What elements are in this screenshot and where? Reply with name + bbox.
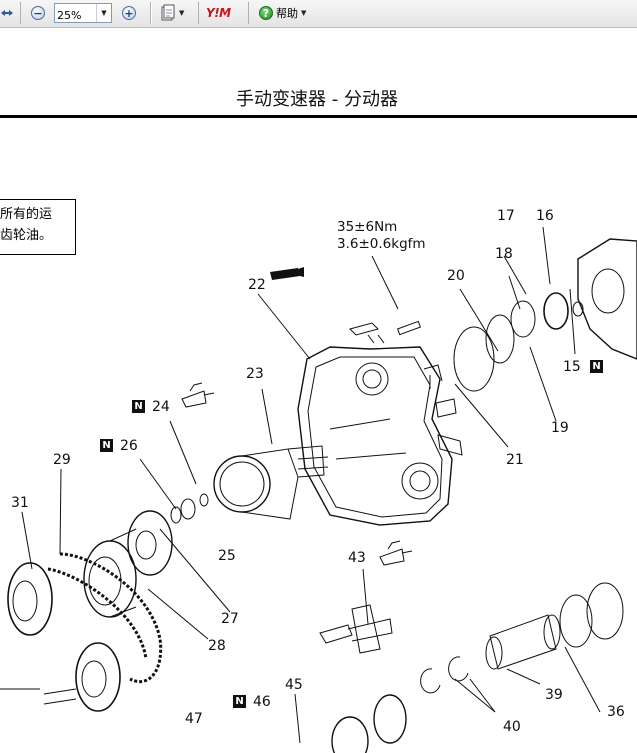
part-label: 25: [218, 548, 236, 564]
replace-badge: N: [233, 695, 246, 708]
part-label: 15: [563, 359, 581, 375]
zoom-in-icon: +: [122, 6, 136, 20]
viewer-toolbar: − ▼ + ▼ Y!M ? 帮助 ▼: [0, 0, 637, 28]
toolbar-separator: [20, 2, 21, 24]
replace-badge: N: [132, 400, 145, 413]
torque-nm: 35±6Nm: [337, 219, 398, 235]
torque-spec: 35±6Nm 3.6±0.6kgfm: [337, 219, 426, 253]
chevron-down-icon[interactable]: ▼: [179, 9, 185, 17]
part-label: 45: [285, 677, 303, 693]
document-page: 手动变速器 - 分动器 所有的运 齿轮油。 35±6Nm 3.6±0.6kgfm: [0, 29, 637, 753]
note-box: 所有的运 齿轮油。: [0, 199, 76, 255]
part-label: 46: [253, 694, 271, 710]
part-label: 22: [248, 277, 266, 293]
part-label: 17: [497, 208, 515, 224]
replace-badge: N: [100, 439, 113, 452]
zoom-input[interactable]: [55, 6, 99, 25]
note-line: 齿轮油。: [0, 228, 53, 243]
nav-arrows-button[interactable]: [0, 3, 14, 23]
toolbar-separator: [198, 2, 199, 24]
part-label: 18: [495, 246, 513, 262]
replace-badge: N: [590, 360, 603, 373]
part-label: 20: [447, 268, 465, 284]
part-label: 47: [185, 711, 203, 727]
part-label: 39: [545, 687, 563, 703]
help-icon: ?: [259, 6, 273, 20]
part-label: 29: [53, 452, 71, 468]
zoom-in-button[interactable]: +: [122, 3, 136, 23]
page-rotate-icon: [161, 4, 175, 21]
part-label: 23: [246, 366, 264, 382]
toolbar-separator: [151, 2, 152, 24]
help-button[interactable]: ? 帮助 ▼: [259, 3, 306, 23]
part-label: 21: [506, 452, 524, 468]
exploded-diagram: [0, 226, 637, 753]
torque-kgfm: 3.6±0.6kgfm: [337, 236, 426, 252]
part-label: 36: [607, 704, 625, 720]
title-rule: [0, 115, 637, 118]
brand-logo: Y!M: [206, 6, 231, 20]
part-label: 31: [11, 495, 29, 511]
chevron-down-icon: ▼: [301, 9, 307, 17]
part-label: 27: [221, 611, 239, 627]
part-label: 16: [536, 208, 554, 224]
help-label: 帮助: [276, 7, 298, 20]
toolbar-separator: [150, 2, 151, 24]
sealant-tube-icon: [270, 267, 304, 280]
part-label: 24: [152, 399, 170, 415]
page-tool-button[interactable]: ▼: [160, 3, 184, 23]
grease-gun-icon: [379, 540, 413, 566]
zoom-out-icon: −: [31, 6, 45, 20]
chevron-down-icon[interactable]: ▼: [96, 4, 111, 22]
note-line: 所有的运: [0, 207, 53, 222]
part-label: 28: [208, 638, 226, 654]
part-label: 43: [348, 550, 366, 566]
part-label: 40: [503, 719, 521, 735]
part-label: 19: [551, 420, 569, 436]
page-title: 手动变速器 - 分动器: [236, 89, 398, 110]
zoom-select[interactable]: ▼: [54, 3, 112, 25]
zoom-out-button[interactable]: −: [31, 3, 45, 23]
toolbar-separator: [248, 2, 249, 24]
part-label: 26: [120, 438, 138, 454]
brand-button[interactable]: Y!M: [206, 3, 231, 23]
grease-gun-icon: [181, 382, 215, 408]
arrows-icon: [1, 10, 13, 16]
